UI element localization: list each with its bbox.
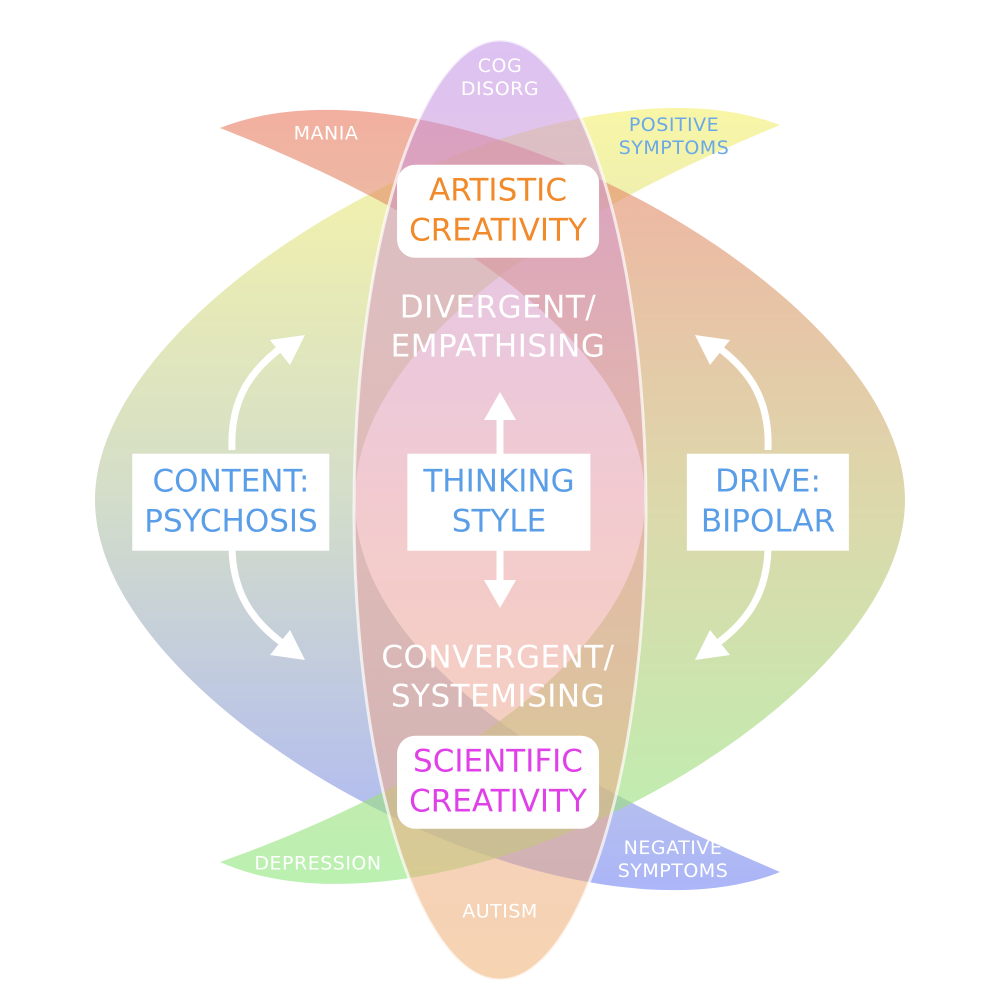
- depression-label: DEPRESSION: [254, 852, 382, 875]
- divergent-label: DIVERGENT/EMPATHISING: [390, 289, 606, 364]
- left-arrow-icon: [228, 342, 288, 648]
- content-psychosis-box: CONTENT:PSYCHOSIS: [132, 453, 330, 551]
- mania-label: MANIA: [293, 122, 359, 145]
- right-arrow-icon: [712, 342, 772, 648]
- convergent-label: CONVERGENT/SYSTEMISING: [381, 639, 615, 714]
- vertical-arrow-icon: [484, 392, 516, 608]
- drive-bipolar-box: DRIVE:BIPOLAR: [686, 453, 850, 551]
- autism-label: AUTISM: [462, 900, 538, 923]
- bipolar-shape: [220, 109, 905, 884]
- psychosis-shape: [95, 107, 780, 891]
